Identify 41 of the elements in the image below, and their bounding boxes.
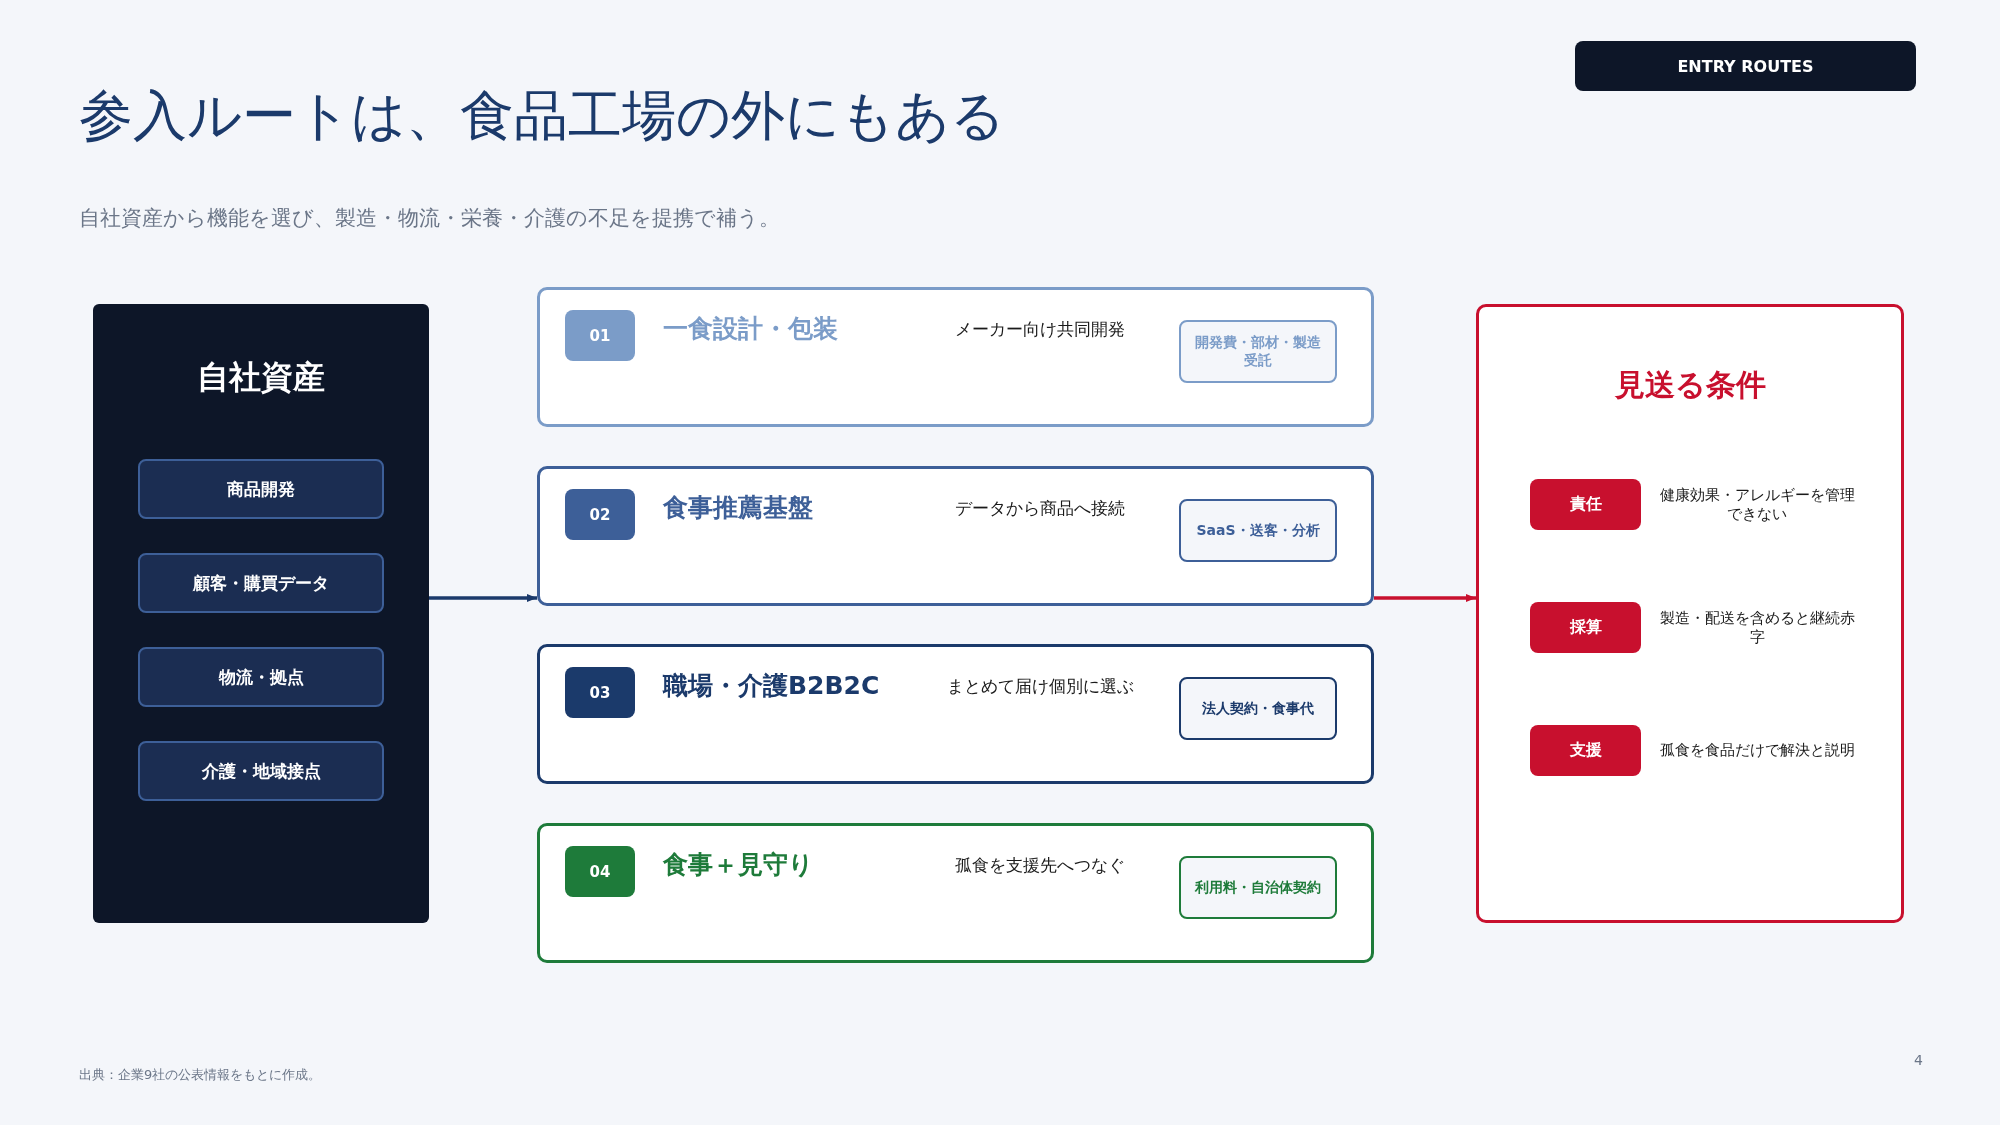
number-badge: 02 xyxy=(565,489,635,540)
route-heading: 食事＋見守り xyxy=(663,849,814,881)
route-description: データから商品へ接続 xyxy=(954,497,1126,520)
condition-text: 孤食を食品だけで解決と説明 xyxy=(1658,740,1856,762)
subtitle: 自社資産から機能を選び、製造・物流・栄養・介護の不足を提携で補う。 xyxy=(79,205,780,232)
asset-box: 商品開発 xyxy=(138,459,384,519)
route-heading: 職場・介護B2B2C xyxy=(663,670,880,702)
route-card xyxy=(537,644,1374,784)
revenue-tag: 法人契約・食事代 xyxy=(1179,677,1337,740)
route-heading: 一食設計・包装 xyxy=(663,313,838,345)
condition-badge: 責任 xyxy=(1530,479,1641,530)
asset-box: 物流・拠点 xyxy=(138,647,384,707)
arrow xyxy=(429,594,537,602)
route-heading: 食事推薦基盤 xyxy=(663,492,813,524)
number-badge: 01 xyxy=(565,310,635,361)
route-card xyxy=(537,823,1374,963)
panel-heading: 自社資産 xyxy=(196,357,326,398)
section-tag: ENTRY ROUTES xyxy=(1575,41,1916,91)
panel-heading: 見送る条件 xyxy=(1613,366,1767,404)
arrow xyxy=(1374,594,1476,602)
revenue-tag: SaaS・送客・分析 xyxy=(1179,499,1337,562)
route-card xyxy=(537,287,1374,427)
condition-badge: 支援 xyxy=(1530,725,1641,776)
dark-panel xyxy=(93,304,429,923)
route-description: まとめて届け個別に選ぶ xyxy=(945,675,1135,698)
revenue-tag: 開発費・部材・製造受託 xyxy=(1179,320,1337,383)
condition-badge: 採算 xyxy=(1530,602,1641,653)
asset-box: 顧客・購買データ xyxy=(138,553,384,613)
asset-box: 介護・地域接点 xyxy=(138,741,384,801)
condition-text: 製造・配送を含めると継続赤字 xyxy=(1658,607,1856,648)
route-description: 孤食を支援先へつなぐ xyxy=(954,854,1126,877)
route-description: メーカー向け共同開発 xyxy=(954,318,1126,341)
conditions-panel xyxy=(1476,304,1904,923)
condition-text: 健康効果・アレルギーを管理できない xyxy=(1658,484,1856,525)
page-number: 4 xyxy=(1914,1052,1923,1068)
revenue-tag: 利用料・自治体契約 xyxy=(1179,856,1337,919)
slide-title: 参入ルートは、食品工場の外にもある xyxy=(79,83,1005,149)
number-badge: 04 xyxy=(565,846,635,897)
number-badge: 03 xyxy=(565,667,635,718)
source-note: 出典：企業9社の公表情報をもとに作成。 xyxy=(79,1066,322,1084)
route-card xyxy=(537,466,1374,606)
